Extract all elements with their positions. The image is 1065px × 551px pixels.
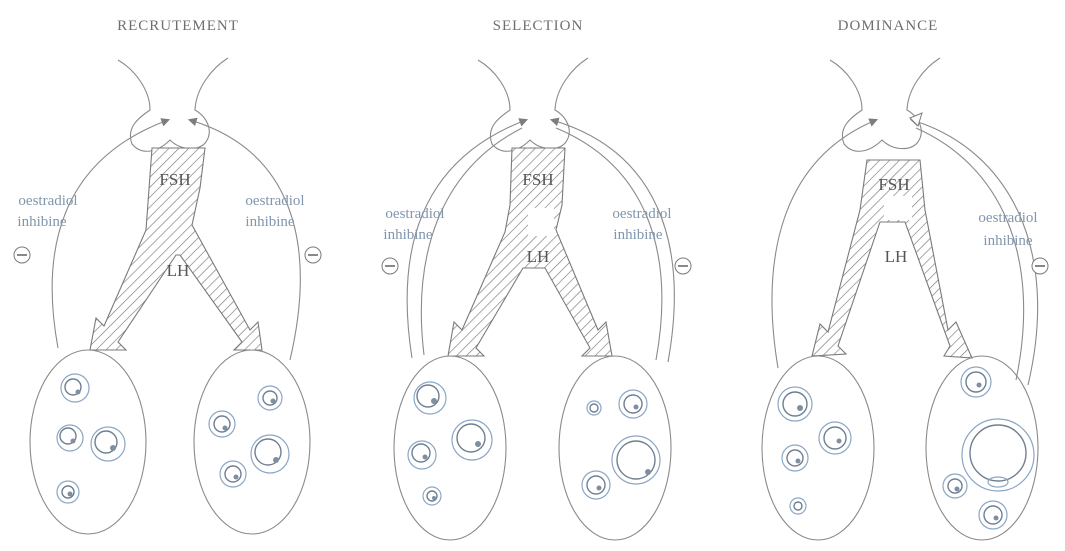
panel-title: SELECTION bbox=[493, 18, 584, 34]
lh-label: LH bbox=[885, 247, 908, 266]
right-feedback-line1: oestradiol bbox=[978, 210, 1037, 226]
panel-title: RECRUTEMENT bbox=[117, 18, 239, 34]
panel-recrutement: RECRUTEMENT FSH LH oestradiol inhibine o… bbox=[14, 18, 321, 534]
follicles bbox=[408, 382, 660, 505]
lh-label: LH bbox=[167, 261, 190, 280]
right-ovary bbox=[194, 350, 310, 534]
fsh-label: FSH bbox=[159, 170, 190, 189]
pituitary-outline bbox=[830, 58, 940, 151]
minus-sign-icon bbox=[382, 258, 398, 274]
left-feedback-line2: inhibine bbox=[17, 214, 67, 230]
left-ovary bbox=[394, 356, 506, 540]
minus-sign-icon bbox=[305, 247, 321, 263]
fsh-label: FSH bbox=[522, 170, 553, 189]
pituitary-outline bbox=[478, 58, 588, 151]
follicles bbox=[57, 374, 289, 503]
minus-sign-icon bbox=[14, 247, 30, 263]
right-feedback-line2: inhibine bbox=[613, 227, 663, 243]
right-feedback-line1: oestradiol bbox=[612, 206, 671, 222]
fsh-label: FSH bbox=[878, 175, 909, 194]
right-feedback-line2: inhibine bbox=[983, 233, 1033, 249]
right-feedback-arrow-inner bbox=[556, 128, 662, 360]
pituitary-outline bbox=[118, 58, 228, 151]
panel-dominance: DOMINANCE FSH LH oestradiol inhibine bbox=[762, 18, 1048, 540]
left-ovary bbox=[762, 356, 874, 540]
panel-title: DOMINANCE bbox=[838, 18, 939, 34]
right-feedback-line2: inhibine bbox=[245, 214, 295, 230]
minus-sign-icon bbox=[1032, 258, 1048, 274]
fsh-gap bbox=[528, 208, 554, 236]
left-ovary bbox=[30, 350, 146, 534]
fsh-gap bbox=[884, 196, 912, 220]
right-feedback-line1: oestradiol bbox=[245, 193, 304, 209]
left-feedback-line2: inhibine bbox=[383, 227, 433, 243]
left-feedback-line1: oestradiol bbox=[18, 193, 77, 209]
right-ovary bbox=[926, 356, 1038, 540]
panel-selection: SELECTION FSH LH oestradiol inhibine oes… bbox=[382, 18, 691, 540]
left-feedback-line1: oestradiol bbox=[385, 206, 444, 222]
minus-sign-icon bbox=[675, 258, 691, 274]
follicles bbox=[778, 367, 1034, 529]
lh-label: LH bbox=[527, 247, 550, 266]
